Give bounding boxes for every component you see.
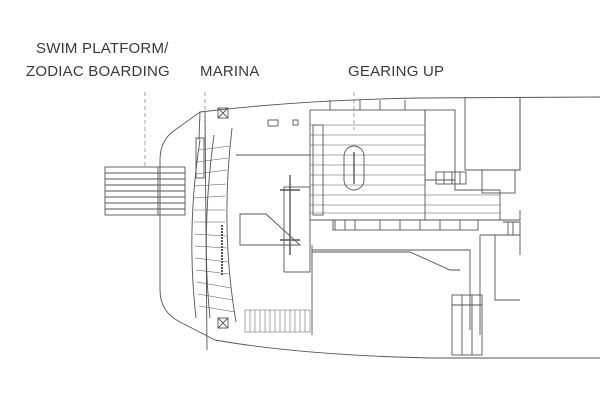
gearing-up-area [309, 100, 501, 231]
swim-platform-label-line2: ZODIAC BOARDING [26, 63, 170, 80]
aft-structures [451, 97, 521, 356]
fixtures [221, 119, 299, 275]
gearing-up-label: GEARING UP [348, 63, 445, 80]
marina-label: MARINA [200, 63, 260, 80]
stern-hatch [244, 309, 311, 333]
hull-inner [198, 111, 208, 351]
hull-outline [159, 96, 600, 359]
interior-walls [236, 154, 471, 335]
marina-ramp [191, 107, 237, 329]
swim-platform [104, 166, 186, 216]
swim-platform-label-line1: SWIM PLATFORM/ [36, 40, 169, 57]
